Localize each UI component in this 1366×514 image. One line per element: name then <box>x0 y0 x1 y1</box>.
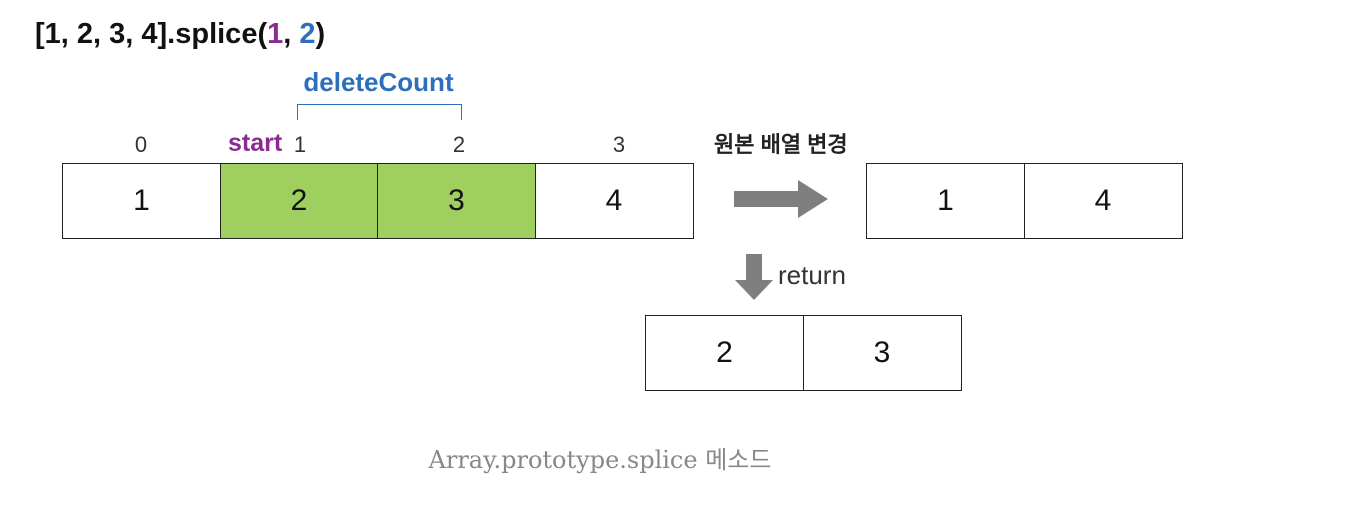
code-expression: [1, 2, 3, 4].splice(1, 2) <box>35 16 325 52</box>
code-separator: , <box>283 18 300 50</box>
original-array: 1 2 3 4 <box>62 163 694 239</box>
code-suffix: ) <box>315 18 326 50</box>
array-cell-removed: 3 <box>377 163 536 239</box>
index-label-2: 2 <box>452 132 466 157</box>
array-cell: 1 <box>62 163 221 239</box>
index-label-1: 1 <box>293 132 307 157</box>
array-cell-removed: 2 <box>219 163 379 239</box>
code-prefix: [1, 2, 3, 4].splice( <box>35 18 268 50</box>
down-arrow-icon <box>735 254 773 300</box>
index-label-0: 0 <box>134 132 148 157</box>
returned-array: 2 3 <box>645 315 962 391</box>
array-cell: 3 <box>802 315 962 391</box>
code-count-arg: 2 <box>299 18 316 50</box>
return-label: return <box>778 260 846 290</box>
start-label: start <box>228 129 283 157</box>
array-cell: 1 <box>866 163 1025 239</box>
figure-caption: Array.prototype.splice 메소드 <box>428 446 772 474</box>
result-array: 1 4 <box>866 163 1183 239</box>
delete-count-bracket <box>297 104 462 120</box>
array-cell: 4 <box>534 163 694 239</box>
right-arrow-icon <box>734 180 828 218</box>
array-cell: 4 <box>1023 163 1183 239</box>
delete-count-label: deleteCount <box>303 67 454 97</box>
index-label-3: 3 <box>612 132 626 157</box>
code-start-arg: 1 <box>267 18 284 50</box>
array-cell: 2 <box>645 315 804 391</box>
original-changed-label: 원본 배열 변경 <box>714 132 848 157</box>
